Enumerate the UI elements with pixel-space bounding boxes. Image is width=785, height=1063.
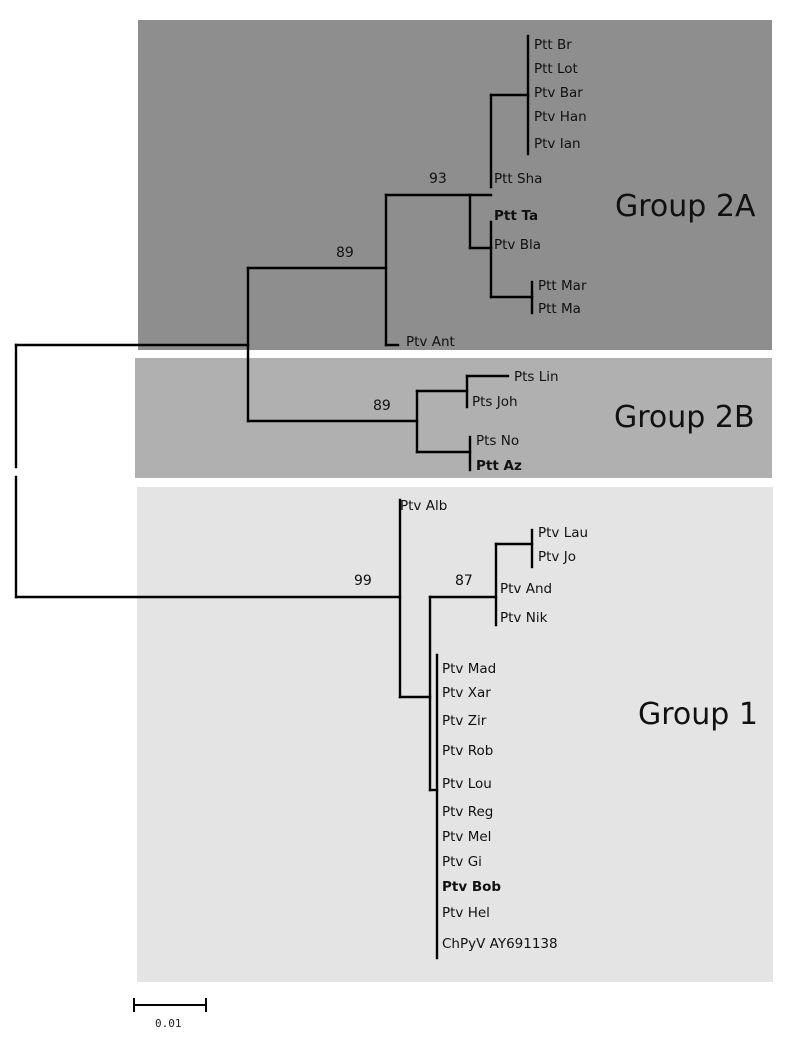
taxon-label: Ptv Ant	[406, 334, 455, 350]
group-2a-label: Group 2A	[615, 189, 756, 224]
scale-bar-label: 0.01	[155, 1017, 182, 1030]
taxon-label: Ptt Sha	[494, 171, 542, 187]
taxon-label: Ptv Nik	[500, 610, 548, 626]
bootstrap-89-group2a: 89	[336, 245, 354, 261]
taxon-label: Ptv Bar	[534, 85, 583, 101]
taxon-label: Ptv And	[500, 581, 552, 597]
bootstrap-99: 99	[354, 573, 372, 589]
group-2b-label: Group 2B	[614, 400, 755, 435]
taxon-label: Ptv Mad	[442, 661, 496, 677]
taxon-label: Pts Joh	[472, 394, 518, 410]
taxon-label: Ptv Alb	[400, 498, 447, 514]
group-1-label: Group 1	[638, 697, 758, 732]
taxon-label: Ptv Gi	[442, 854, 482, 870]
taxon-label: Ptv Zir	[442, 713, 487, 729]
taxon-label: Ptv Xar	[442, 685, 491, 701]
group-2a-box	[138, 20, 772, 350]
taxon-label: Ptv Rob	[442, 743, 493, 759]
bootstrap-93: 93	[429, 171, 447, 187]
taxon-label: Ptt Ta	[494, 208, 538, 224]
taxon-label: Ptt Mar	[538, 278, 587, 294]
taxon-label: Ptv Lau	[538, 525, 588, 541]
taxon-label: Ptv Mel	[442, 829, 491, 845]
taxon-label: Ptv Ian	[534, 136, 581, 152]
group-2b-box	[135, 358, 772, 478]
bootstrap-87: 87	[455, 573, 473, 589]
taxon-label: Ptt Lot	[534, 61, 578, 77]
taxon-label: Ptv Reg	[442, 804, 493, 820]
taxon-label: Ptv Hel	[442, 905, 490, 921]
taxon-label: Ptt Az	[476, 458, 522, 474]
taxon-label: Ptt Ma	[538, 301, 581, 317]
bootstrap-89-group2b: 89	[373, 398, 391, 414]
group-1-box	[137, 487, 773, 982]
taxon-label: Pts No	[476, 433, 519, 449]
taxon-label: Pts Lin	[514, 369, 559, 385]
taxon-label: Ptt Br	[534, 37, 572, 53]
taxon-label: Ptv Han	[534, 109, 587, 125]
scale-bar	[133, 998, 207, 1012]
taxon-label: Ptv Jo	[538, 549, 576, 565]
taxon-label: Ptv Bob	[442, 879, 501, 895]
taxon-label: ChPyV AY691138	[442, 936, 558, 952]
taxon-label: Ptv Bla	[494, 237, 541, 253]
taxon-label: Ptv Lou	[442, 776, 492, 792]
